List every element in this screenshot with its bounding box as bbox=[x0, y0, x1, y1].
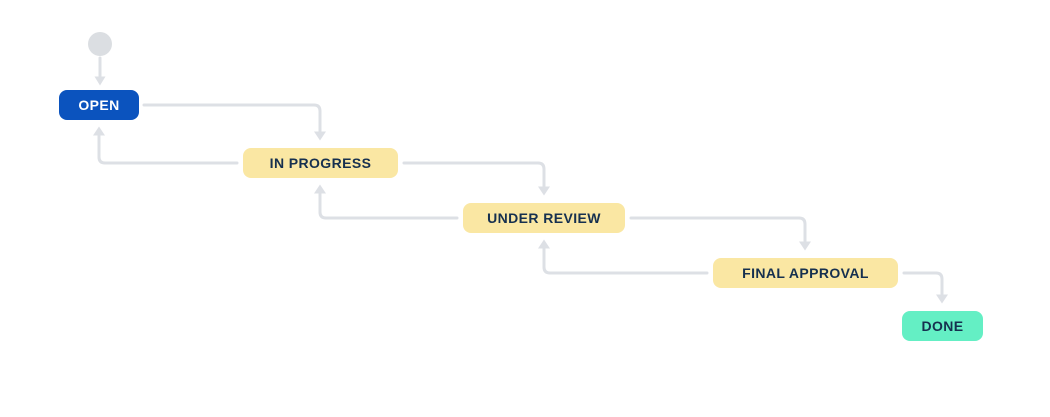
edge-final-approval-to-under-review bbox=[538, 239, 709, 275]
node-done[interactable]: DONE bbox=[902, 311, 983, 341]
node-under-review[interactable]: UNDER REVIEW bbox=[463, 203, 625, 233]
edge-start-to-open bbox=[94, 56, 106, 86]
node-in-progress[interactable]: IN PROGRESS bbox=[243, 148, 398, 178]
node-open[interactable]: OPEN bbox=[59, 90, 139, 120]
edge-in-progress-to-open bbox=[93, 126, 239, 165]
edge-final-approval-to-done bbox=[902, 271, 948, 304]
edge-open-to-in-progress bbox=[142, 103, 326, 141]
start-node-circle bbox=[88, 32, 112, 56]
node-final-approval[interactable]: FINAL APPROVAL bbox=[713, 258, 898, 288]
edge-under-review-to-in-progress bbox=[314, 184, 459, 220]
edge-in-progress-to-under-review bbox=[402, 161, 550, 196]
edge-under-review-to-final-approval bbox=[629, 216, 811, 251]
